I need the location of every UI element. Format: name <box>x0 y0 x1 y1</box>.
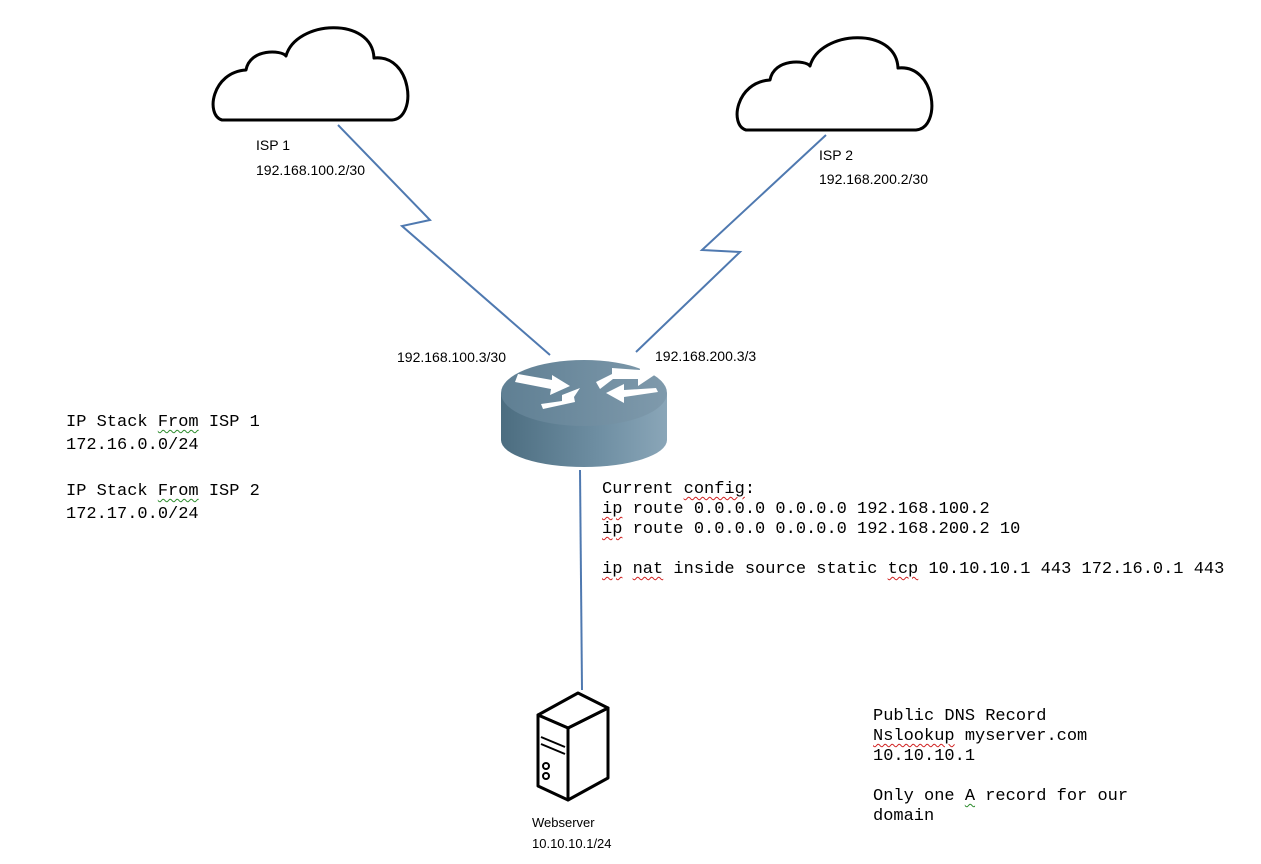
dns-nslookup: Nslookup myserver.com <box>873 727 1088 746</box>
webserver-icon <box>536 691 610 802</box>
config-title: Current config: <box>602 480 756 499</box>
dns-note-1: Only one A record for our <box>873 787 1129 806</box>
ip-stack-isp2-range: 172.17.0.0/24 <box>66 505 199 524</box>
ip-stack-isp1-title: IP Stack From ISP 1 <box>66 413 260 432</box>
ip-stack-isp1-range: 172.16.0.0/24 <box>66 436 199 455</box>
isp2-ip: 192.168.200.2/30 <box>819 171 928 187</box>
router-left-ip: 192.168.100.3/30 <box>397 349 506 365</box>
config-route-2: ip route 0.0.0.0 0.0.0.0 192.168.200.2 1… <box>602 520 1021 539</box>
webserver-name: Webserver <box>532 815 595 830</box>
dns-note-2: domain <box>873 807 935 826</box>
isp2-cloud-icon <box>735 36 934 132</box>
isp2-name: ISP 2 <box>819 147 853 163</box>
isp1-name: ISP 1 <box>256 137 290 153</box>
isp1-link <box>337 124 551 356</box>
isp1-cloud-icon <box>211 26 410 122</box>
isp1-ip: 192.168.100.2/30 <box>256 162 365 178</box>
router-icon <box>501 360 667 467</box>
router-right-ip: 192.168.200.3/3 <box>655 348 757 364</box>
webserver-ip: 10.10.10.1/24 <box>532 836 612 851</box>
dns-title: Public DNS Record <box>873 707 1047 726</box>
ip-stack-isp2-title: IP Stack From ISP 2 <box>66 482 260 501</box>
isp2-link <box>635 134 827 353</box>
config-route-1: ip route 0.0.0.0 0.0.0.0 192.168.100.2 <box>602 500 990 519</box>
server-link <box>579 469 583 691</box>
dns-result: 10.10.10.1 <box>873 747 976 766</box>
config-nat: ip nat inside source static tcp 10.10.10… <box>602 560 1225 579</box>
